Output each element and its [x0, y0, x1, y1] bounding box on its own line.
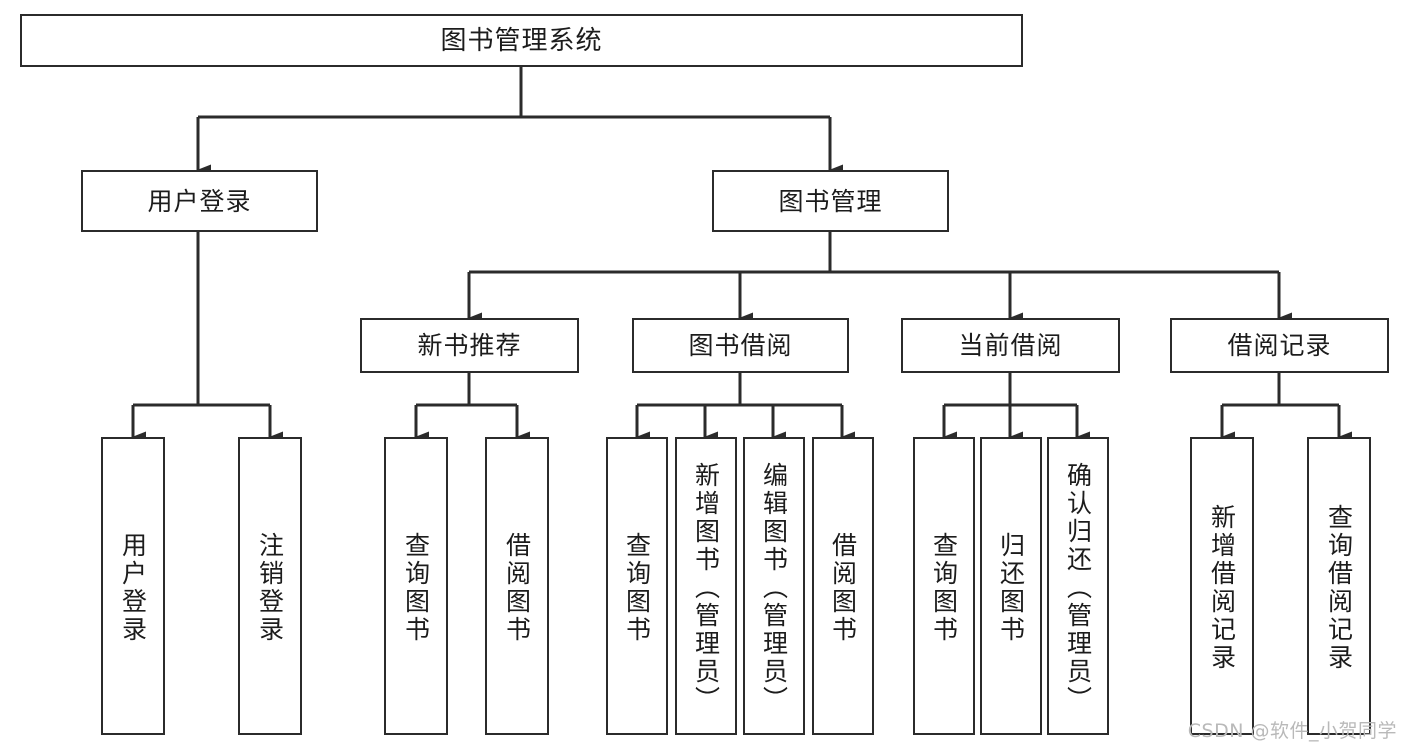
- leaf-user-logout[interactable]: 注销登录: [238, 437, 302, 735]
- node-new-book-recommend[interactable]: 新书推荐: [360, 318, 579, 373]
- leaf-user-login[interactable]: 用户登录: [101, 437, 165, 735]
- node-label: 归还图书: [996, 532, 1026, 644]
- node-label: 用户登录: [118, 532, 148, 644]
- leaf-borrow-borrow-book[interactable]: 借阅图书: [812, 437, 874, 735]
- node-label: 查询借阅记录: [1324, 504, 1354, 672]
- leaf-borrow-edit-book[interactable]: 编辑图书（管理员）: [743, 437, 805, 735]
- node-book-borrow[interactable]: 图书借阅: [632, 318, 849, 373]
- node-label: 新增图书（管理员）: [691, 462, 721, 714]
- node-label: 查询图书: [622, 532, 652, 644]
- leaf-current-query-book[interactable]: 查询图书: [913, 437, 975, 735]
- node-label: 图书借阅: [688, 331, 793, 360]
- node-label: 编辑图书（管理员）: [759, 462, 789, 714]
- leaf-current-confirm-return[interactable]: 确认归还（管理员）: [1047, 437, 1109, 735]
- node-root-system[interactable]: 图书管理系统: [20, 14, 1023, 67]
- node-label: 新书推荐: [417, 331, 522, 360]
- leaf-borrow-query-book[interactable]: 查询图书: [606, 437, 668, 735]
- watermark-text: CSDN @软件_小贺同学: [1187, 720, 1397, 742]
- leaf-recommend-query-book[interactable]: 查询图书: [384, 437, 448, 735]
- node-current-borrow[interactable]: 当前借阅: [901, 318, 1120, 373]
- node-label: 借阅图书: [502, 532, 532, 644]
- node-label: 用户登录: [147, 186, 252, 216]
- leaf-record-add-record[interactable]: 新增借阅记录: [1190, 437, 1254, 735]
- node-label: 查询图书: [401, 532, 431, 644]
- node-label: 图书管理系统: [440, 25, 603, 56]
- node-label: 借阅图书: [828, 532, 858, 644]
- node-label: 注销登录: [255, 532, 285, 644]
- node-label: 确认归还（管理员）: [1063, 462, 1093, 714]
- node-book-management[interactable]: 图书管理: [712, 170, 949, 232]
- node-label: 当前借阅: [958, 331, 1063, 360]
- node-label: 借阅记录: [1227, 331, 1332, 360]
- node-label: 图书管理: [778, 186, 883, 216]
- leaf-recommend-borrow-book[interactable]: 借阅图书: [485, 437, 549, 735]
- node-label: 查询图书: [929, 532, 959, 644]
- leaf-borrow-add-book[interactable]: 新增图书（管理员）: [675, 437, 737, 735]
- node-label: 新增借阅记录: [1207, 504, 1237, 672]
- node-borrow-record[interactable]: 借阅记录: [1170, 318, 1389, 373]
- node-user-login[interactable]: 用户登录: [81, 170, 318, 232]
- leaf-record-query-record[interactable]: 查询借阅记录: [1307, 437, 1371, 735]
- leaf-current-return-book[interactable]: 归还图书: [980, 437, 1042, 735]
